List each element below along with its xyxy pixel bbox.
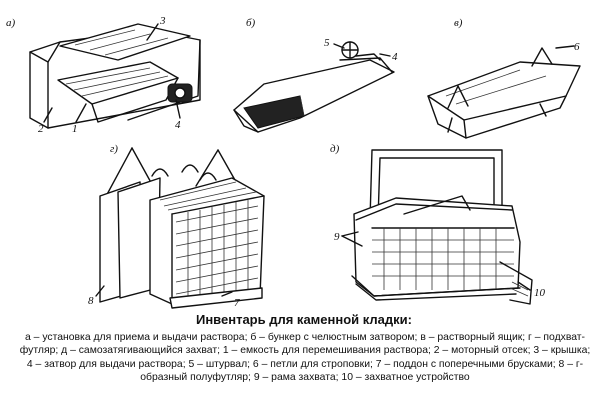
masonry-equipment-illustration: а) 3 2 1 4 б) 5 4 в) 6	[6, 15, 581, 309]
callout-2: 2	[38, 123, 44, 135]
figure-caption-title: Инвентарь для каменной кладки:	[195, 312, 412, 327]
callout-8: 8	[88, 295, 94, 307]
panel-label-a: а)	[6, 17, 16, 29]
panel-label-g: г)	[110, 143, 118, 155]
callout-9: 9	[334, 231, 340, 243]
callout-10: 10	[534, 287, 546, 299]
callout-3: 3	[159, 15, 166, 27]
figure-caption-legend: а – установка для приема и выдачи раство…	[19, 332, 591, 384]
panel-label-b: б)	[246, 17, 256, 29]
self-tightening-grab-drawing	[341, 149, 533, 305]
grab-case-drawing	[95, 147, 265, 309]
mortar-unit-drawing	[29, 23, 201, 129]
callout-4-b: 4	[392, 51, 398, 63]
panel-label-v: в)	[454, 17, 463, 29]
mortar-box-drawing	[427, 45, 581, 139]
callout-6: 6	[574, 41, 580, 53]
callout-4-a: 4	[175, 119, 181, 131]
callout-7: 7	[234, 297, 240, 309]
panel-label-d: д)	[330, 143, 340, 155]
callout-5: 5	[324, 37, 330, 49]
callout-1: 1	[72, 123, 78, 135]
hopper-drawing	[233, 41, 395, 133]
